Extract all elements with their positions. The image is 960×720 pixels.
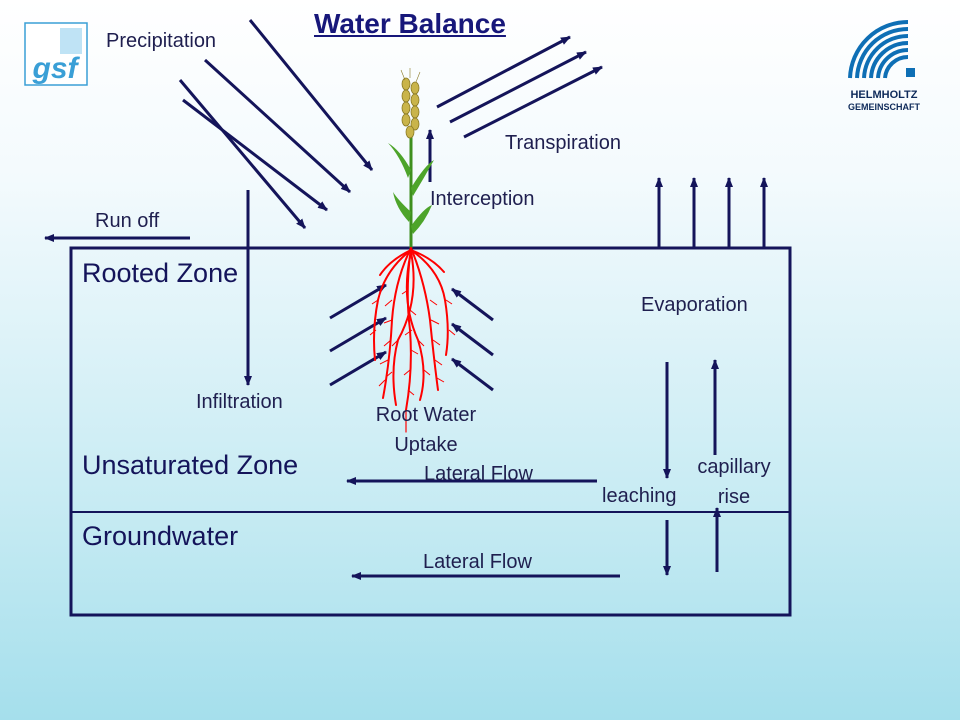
root-water-uptake-line1: Root Water xyxy=(375,404,477,426)
helmholtz-logo-line1: HELMHOLTZ xyxy=(850,89,917,101)
capillary-rise-line2: rise xyxy=(717,486,751,508)
precipitation-arrow xyxy=(248,19,374,171)
gsf-logo: gsf xyxy=(24,22,88,86)
root-uptake-arrow xyxy=(329,283,387,320)
root-uptake-arrow xyxy=(451,287,494,322)
root-water-uptake-line2: Uptake xyxy=(394,434,458,456)
wheat-ear xyxy=(401,77,420,139)
lateral-flow-label-groundwater: Lateral Flow xyxy=(423,551,532,573)
run-off-label: Run off xyxy=(95,210,160,232)
lateral-flow-label-unsaturated: Lateral Flow xyxy=(424,463,533,485)
helmholtz-logo: HELMHOLTZ GEMEINSCHAFT xyxy=(848,20,921,112)
plant-roots xyxy=(373,247,449,433)
transpiration-arrow xyxy=(463,65,603,139)
capillary-rise-line1: capillary xyxy=(697,456,771,478)
soil-profile-box xyxy=(69,246,792,617)
transpiration-label: Transpiration xyxy=(505,132,621,154)
root-uptake-arrow xyxy=(451,322,494,357)
diagram-title: Water Balance xyxy=(314,8,506,39)
helmholtz-logo-line2: GEMEINSCHAFT xyxy=(848,102,921,112)
groundwater-zone-label: Groundwater xyxy=(82,521,239,551)
rooted-zone-label: Rooted Zone xyxy=(82,258,239,288)
precipitation-arrow xyxy=(203,58,352,194)
root-water-uptake-label: Root Water Uptake xyxy=(356,400,496,460)
wheat-plant xyxy=(388,68,434,248)
leaching-label: leaching xyxy=(602,485,677,507)
transpiration-arrow xyxy=(436,35,571,109)
unsaturated-zone-label: Unsaturated Zone xyxy=(82,450,299,480)
root-uptake-arrow xyxy=(451,357,494,392)
root-uptake-arrow xyxy=(329,316,387,353)
precipitation-label: Precipitation xyxy=(106,30,217,52)
precipitation-arrow xyxy=(182,98,328,212)
interception-label: Interception xyxy=(430,188,535,210)
precipitation-arrow xyxy=(178,79,307,229)
gsf-logo-text: gsf xyxy=(32,52,81,85)
root-hairs xyxy=(369,289,456,396)
transpiration-arrow xyxy=(449,50,587,124)
infiltration-label: Infiltration xyxy=(196,391,283,413)
root-uptake-arrow xyxy=(329,350,387,387)
evaporation-label: Evaporation xyxy=(641,294,748,316)
capillary-rise-label: capillary rise xyxy=(684,452,784,512)
